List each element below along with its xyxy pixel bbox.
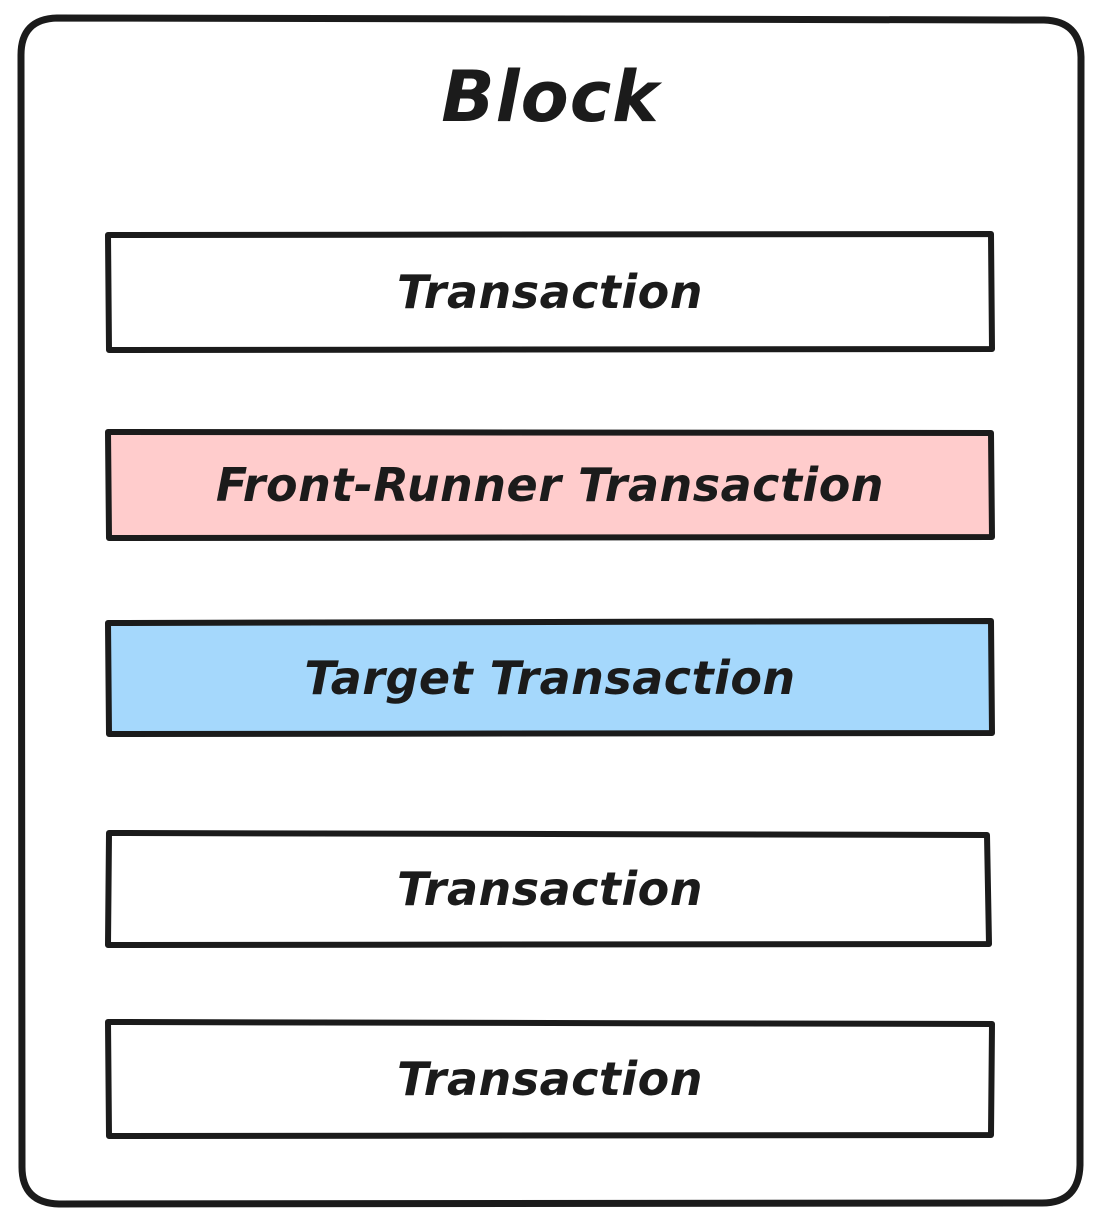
transaction-box-outline xyxy=(105,1019,995,1139)
transaction-box-outline xyxy=(105,830,992,948)
transaction-row[interactable]: Transaction xyxy=(105,830,992,948)
page-title: Block xyxy=(441,56,660,138)
transaction-row-front-runner[interactable]: Front-Runner Transaction xyxy=(105,429,995,541)
transaction-box-outline xyxy=(105,231,995,353)
transaction-row[interactable]: Transaction xyxy=(105,1019,995,1139)
transaction-box-outline xyxy=(105,618,995,737)
transaction-row[interactable]: Transaction xyxy=(105,231,995,353)
transaction-box-outline xyxy=(105,429,995,541)
transaction-row-target[interactable]: Target Transaction xyxy=(105,618,995,737)
